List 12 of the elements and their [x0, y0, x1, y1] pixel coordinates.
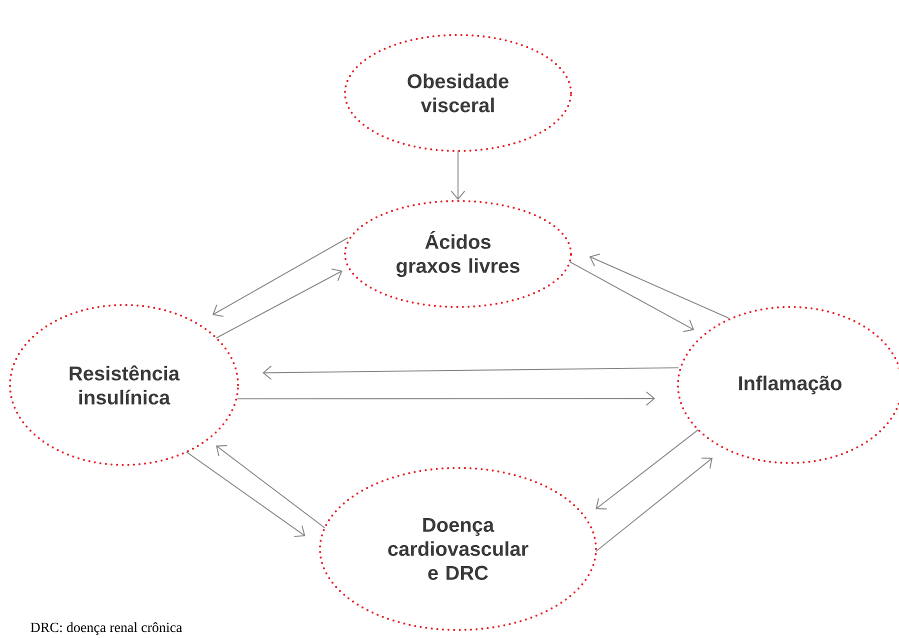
arrow: [589, 253, 729, 319]
caption: DRC: doença renal crônica: [30, 622, 182, 635]
arrow: [186, 452, 306, 538]
arrow: [216, 268, 342, 338]
arrow: [450, 151, 466, 200]
arrow: [216, 445, 326, 528]
arrow: [596, 429, 699, 510]
arrow: [596, 458, 713, 552]
arrow: [212, 237, 348, 317]
arrow: [570, 261, 694, 332]
arrow: [262, 366, 678, 380]
arrow: [237, 391, 656, 406]
